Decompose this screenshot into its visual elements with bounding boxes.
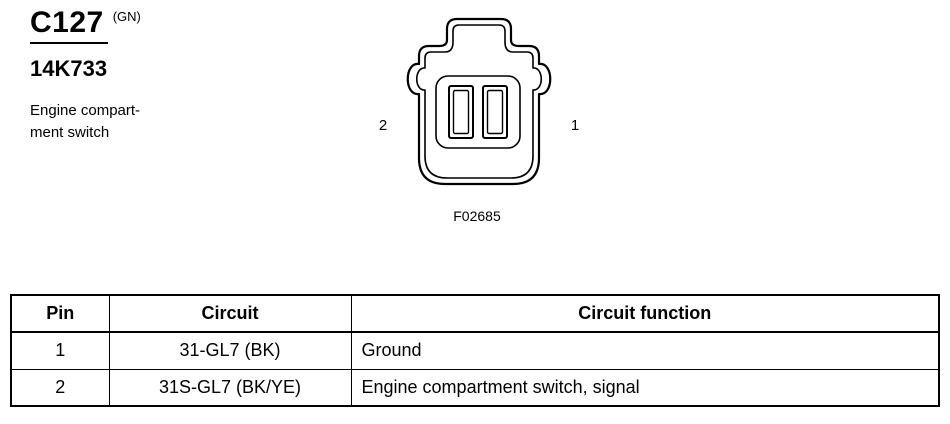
table-header-row: Pin Circuit Circuit function xyxy=(10,294,940,333)
pin-1-label: 1 xyxy=(570,117,580,134)
pinout-table: Pin Circuit Circuit function 1 31-GL7 (B… xyxy=(10,294,940,407)
pin-2-function: Engine compartment switch, signal xyxy=(350,368,940,407)
description-line-1: Engine compart- xyxy=(30,102,141,119)
pin-2-cavity-inner xyxy=(452,89,470,135)
connector-figure: 2 1 F02685 xyxy=(375,10,585,240)
table-row: 2 31S-GL7 (BK/YE) Engine compartment swi… xyxy=(10,368,940,407)
connector-id-row: C127 (GN) xyxy=(30,6,141,44)
pin-1-circuit: 31-GL7 (BK) xyxy=(108,331,352,370)
table-header-circuit: Circuit xyxy=(108,294,352,333)
table-header-pin: Pin xyxy=(10,294,110,333)
pin-2-number: 2 xyxy=(10,368,110,407)
pin-1-number: 1 xyxy=(10,331,110,370)
pin-2-label: 2 xyxy=(378,117,388,134)
pin-1-function: Ground xyxy=(350,331,940,370)
part-number: 14K733 xyxy=(30,56,108,81)
connector-color-suffix: (GN) xyxy=(112,9,141,24)
pin-2-circuit: 31S-GL7 (BK/YE) xyxy=(108,368,352,407)
connector-id: C127 xyxy=(30,6,108,44)
pin-1-cavity-inner xyxy=(486,89,504,135)
connector-description: Engine compart- ment switch xyxy=(30,100,141,144)
figure-caption: F02685 xyxy=(453,208,501,224)
header-block: C127 (GN) 14K733 Engine compart- ment swi… xyxy=(30,6,141,144)
description-line-2: ment switch xyxy=(30,124,110,141)
table-header-circuit-function: Circuit function xyxy=(350,294,940,333)
table-row: 1 31-GL7 (BK) Ground xyxy=(10,331,940,370)
connector-diagram xyxy=(406,17,552,186)
